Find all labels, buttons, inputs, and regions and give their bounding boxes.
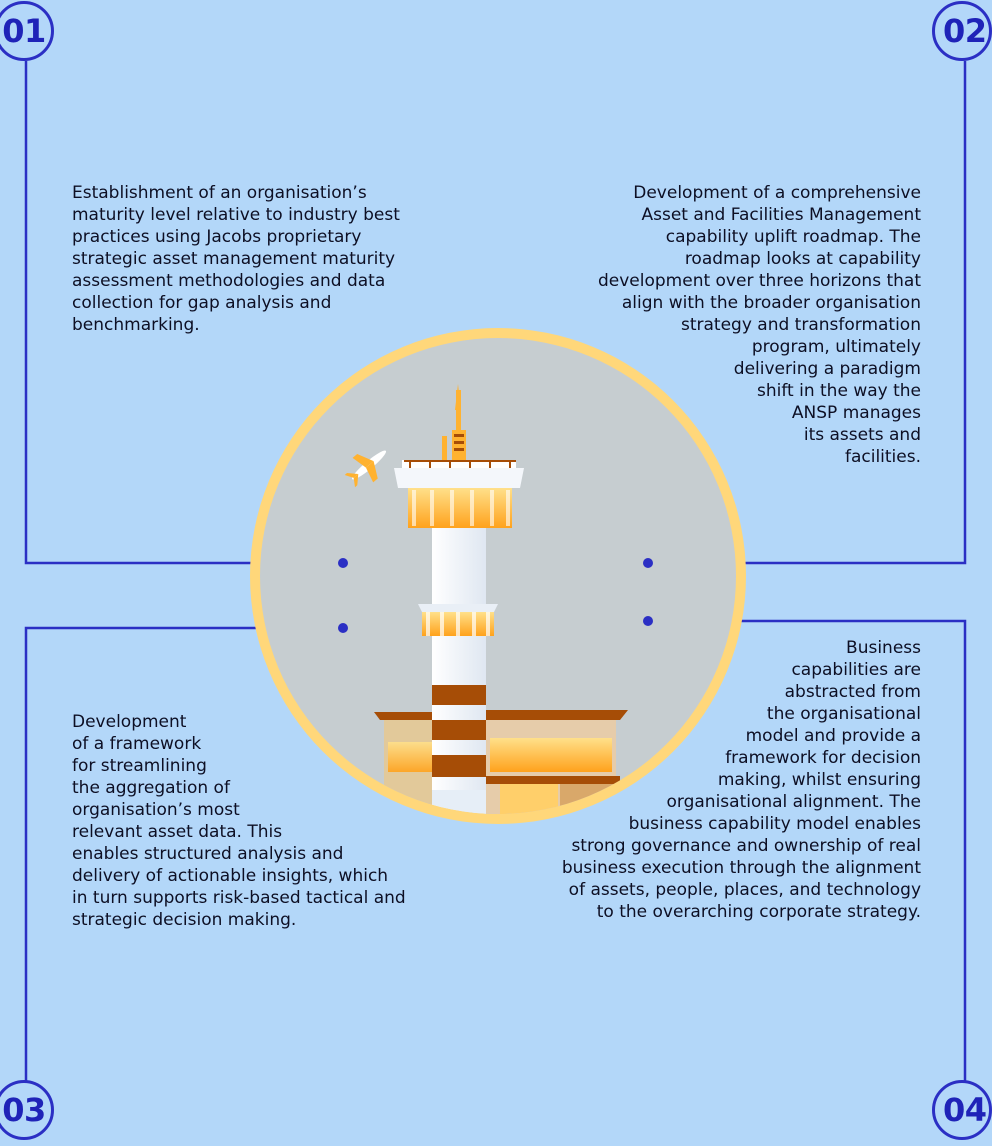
step-text-03: Development of a framework for streamlin… bbox=[72, 712, 406, 930]
step-text-04: Business capabilities are abstracted fro… bbox=[561, 638, 921, 922]
tower-lower-platform bbox=[418, 604, 498, 636]
step-text-01: Establishment of an organisation’s matur… bbox=[72, 183, 400, 335]
terminal-left bbox=[374, 712, 436, 814]
step-number-02: 02 bbox=[932, 1, 992, 61]
airplane-icon bbox=[344, 450, 387, 488]
step-text-02: Development of a comprehensive Asset and… bbox=[597, 183, 921, 467]
control-tower-illustration bbox=[250, 328, 746, 824]
tower-cab bbox=[394, 384, 524, 528]
step-number-01: 01 bbox=[0, 1, 54, 61]
step-number-03: 03 bbox=[0, 1080, 54, 1140]
step-number-04: 04 bbox=[932, 1080, 992, 1140]
